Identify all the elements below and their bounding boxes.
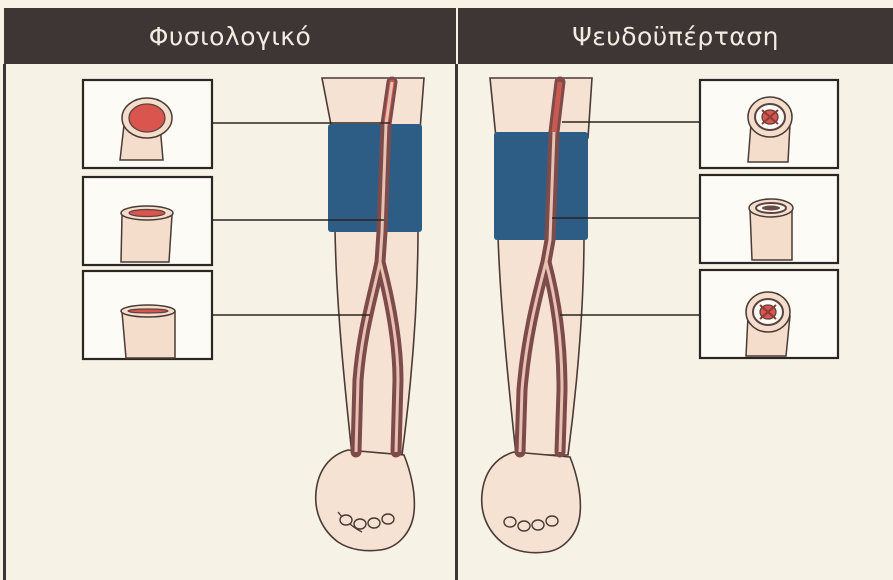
normal-artery-open-icon xyxy=(83,80,212,168)
calcified-artery-icon-2 xyxy=(700,175,838,263)
normal-panel xyxy=(83,78,424,551)
right-palm xyxy=(482,452,581,553)
calcified-artery-icon-3 xyxy=(700,270,838,358)
left-palm xyxy=(316,450,415,551)
pseudohypertension-panel xyxy=(482,78,838,553)
normal-artery-compressed-icon xyxy=(83,177,212,265)
right-cuff xyxy=(494,132,588,240)
left-cuff xyxy=(328,124,422,232)
left-upper-arm xyxy=(322,78,424,130)
right-upper-arm xyxy=(490,78,592,138)
normal-artery-flattened-icon xyxy=(83,271,212,359)
calcified-artery-icon-1 xyxy=(700,80,838,168)
